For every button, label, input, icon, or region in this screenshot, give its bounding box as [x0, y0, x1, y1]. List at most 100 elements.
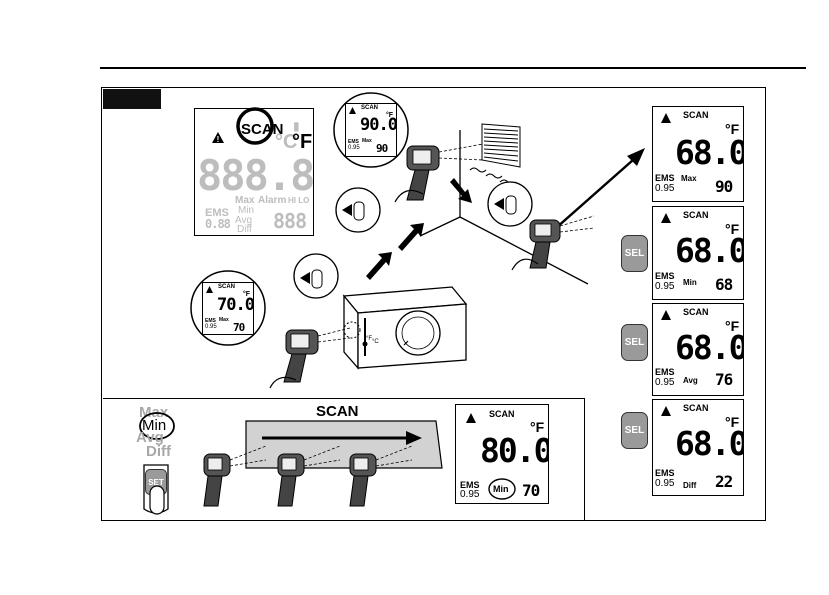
scan-thermometer-1 — [203, 445, 267, 507]
mode-value: 70 — [233, 321, 245, 334]
scan-mode-panel — [103, 398, 585, 520]
mode-value: 90 — [715, 177, 733, 196]
right-display-diff: SCAN °F 68.0 EMS 0.95 Diff 22 — [652, 399, 744, 496]
mode-value: 76 — [715, 370, 733, 389]
mode-value: 68 — [715, 275, 733, 294]
ems-value: 0.95 — [348, 145, 360, 151]
header-rule — [100, 67, 806, 69]
mode-value: 22 — [715, 472, 733, 491]
warning-icon — [661, 406, 671, 416]
warning-icon — [206, 286, 213, 293]
svg-text:!: ! — [217, 135, 220, 144]
max-label: Max — [235, 195, 255, 206]
thermostat-f-label: °F — [366, 336, 373, 342]
unit-fahrenheit: °F — [292, 131, 313, 153]
sel-button-1[interactable]: SEL — [621, 235, 648, 272]
mode-value: 70 — [522, 481, 540, 500]
mode-label: Max — [219, 317, 229, 323]
mode-value: 90 — [376, 142, 388, 155]
warning-icon — [661, 310, 671, 320]
reading-value: 68.0 — [675, 231, 744, 270]
reading-value: 68.0 — [675, 328, 744, 367]
scan-indicator: SCAN — [683, 210, 709, 220]
unit-label: °F — [725, 221, 740, 237]
unit-label: °F — [725, 414, 740, 430]
ems-value: 0.95 — [655, 478, 675, 489]
scan-indicator: SCAN — [489, 409, 515, 419]
unit-celsius: °C — [275, 131, 298, 153]
small-digits: 888 — [273, 209, 307, 233]
thermostat-display: SCAN °F 70.0 EMS 0.95 Max 70 — [202, 282, 254, 335]
all-segments-display: ! SCAN ▮ °C °F 888.8 Max Alarm HI LO Min… — [194, 108, 314, 236]
ems-value: 0.95 — [655, 183, 675, 194]
warning-icon — [349, 107, 356, 114]
mode-min: Min — [142, 417, 167, 434]
scan-highlight-circle — [236, 107, 274, 145]
sel-button-3[interactable]: SEL — [621, 412, 648, 449]
battery-icon: ▮ — [293, 119, 300, 133]
unit-label: °F — [386, 112, 394, 119]
alarm-label: Alarm — [258, 195, 287, 206]
scan-display: SCAN °F 80.0 EMS 0.95 Min 70 — [455, 404, 549, 504]
min-label: Min — [238, 205, 255, 216]
ems-label: EMS — [655, 173, 675, 183]
wall-display: SCAN °F 90.0 EMS 0.95 Max 90 — [345, 103, 397, 157]
warning-icon — [466, 413, 476, 423]
main-digits: 888.8 — [197, 151, 314, 200]
trigger-lens-3 — [487, 181, 533, 227]
scan-indicator: SCAN — [683, 307, 709, 317]
unit-label: °F — [530, 419, 545, 435]
hilo-label: HI LO — [288, 196, 310, 205]
reading-value: 70.0 — [217, 295, 254, 315]
avg-label: Avg — [235, 215, 253, 226]
right-display-avg: SCAN °F 68.0 EMS 0.95 Avg 76 — [652, 303, 744, 396]
mode-label: Diff — [683, 481, 697, 490]
thermometer-thermostat — [269, 327, 351, 389]
min-highlight-circle — [488, 478, 516, 500]
reading-value: 80.0 — [480, 431, 549, 470]
ems-label: EMS — [655, 468, 675, 478]
right-display-max: SCAN °F 68.0 EMS 0.95 Max 90 — [652, 106, 744, 202]
scan-indicator: SCAN — [683, 110, 709, 120]
scan-thermometer-2 — [277, 445, 341, 507]
scan-indicator: SCAN — [361, 105, 379, 111]
ems-label: EMS — [460, 480, 480, 490]
ems-label: EMS — [205, 318, 216, 324]
sel-button-2[interactable]: SEL — [621, 324, 648, 361]
scan-indicator: SCAN — [683, 403, 709, 413]
figure-frame — [101, 87, 766, 521]
scan-thermometer-3 — [349, 445, 413, 507]
figure-tab — [103, 89, 161, 109]
reading-value: 68.0 — [675, 133, 744, 172]
mode-avg: Avg — [136, 429, 164, 446]
trigger-lens-1 — [335, 187, 381, 233]
trigger-lens-2 — [293, 253, 339, 299]
mode-diff: Diff — [146, 443, 171, 460]
scan-title: SCAN — [316, 403, 359, 420]
warning-icon: ! — [212, 132, 224, 144]
warning-icon — [661, 113, 671, 123]
mode-label: Min — [493, 484, 509, 494]
diff-label: Diff — [237, 224, 252, 235]
ems-value: 0.95 — [655, 281, 675, 292]
warning-icon — [661, 213, 671, 223]
unit-label: °F — [243, 291, 251, 298]
reading-value: 90.0 — [360, 115, 397, 135]
unit-label: °F — [725, 121, 740, 137]
right-display-min: SCAN °F 68.0 EMS 0.95 Min 68 — [652, 206, 744, 300]
ems-label: EMS — [348, 139, 359, 145]
ems-value: 0.95 — [205, 324, 217, 330]
ems-label: EMS — [655, 367, 675, 377]
scan-indicator: SCAN — [218, 284, 236, 290]
min-highlight-circle — [139, 412, 175, 440]
ems-label: EMS — [205, 207, 229, 219]
ems-label: EMS — [655, 271, 675, 281]
ems-value: 0.95 — [655, 377, 675, 388]
reading-value: 68.0 — [675, 424, 744, 463]
ems-value: 0.95 — [460, 489, 480, 500]
mode-label: Avg — [683, 376, 698, 385]
ems-value: 0.88 — [205, 217, 231, 231]
finger-on-set — [149, 485, 165, 515]
mode-label: Min — [683, 278, 697, 287]
